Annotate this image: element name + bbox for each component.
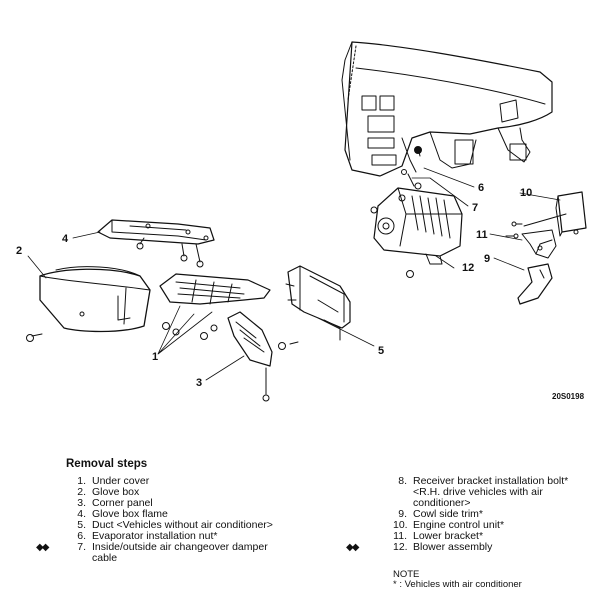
step-8-continuation-1: <R.H. drive vehicles with air (413, 486, 543, 498)
callout-6: 6 (478, 182, 484, 194)
step-7-continuation: cable (92, 552, 118, 564)
step-8: 8.Receiver bracket installation bolt* (398, 475, 569, 487)
step-12: 12.Blower assembly (393, 541, 493, 553)
exploded-view-diagram: 1 2 3 4 5 6 7 8 9 10 11 12 20S0198 (16, 41, 587, 402)
engine-control-unit-drawing (511, 191, 587, 237)
step-3: 3.Corner panel (77, 497, 153, 509)
callout-1: 1 (152, 351, 158, 363)
duct-drawing (285, 265, 351, 341)
cowl-side-trim-drawing (517, 263, 553, 305)
callout-5: 5 (378, 345, 384, 357)
callout-4: 4 (62, 233, 69, 245)
step-7: 7.Inside/outside air changeover damper (77, 541, 268, 553)
step-5: 5.Duct <Vehicles without air conditioner… (77, 519, 273, 531)
step-9: 9.Cowl side trim* (398, 508, 484, 520)
step-11: 11.Lower bracket* (393, 530, 484, 542)
step-4: 4.Glove box flame (77, 508, 168, 520)
callout-12: 12 (462, 262, 474, 274)
instrument-panel-drawing (341, 41, 553, 177)
callout-7: 7 (472, 202, 478, 214)
callout-9: 9 (484, 253, 490, 265)
callout-3: 3 (196, 377, 202, 389)
step-12-mark: ◆◆ (346, 542, 359, 553)
corner-panel-drawing (227, 311, 273, 402)
callout-10: 10 (520, 187, 532, 199)
step-10: 10.Engine control unit* (393, 519, 505, 531)
note-text: * : Vehicles with air conditioner (393, 579, 522, 590)
blower-assembly-drawing (370, 146, 463, 278)
removal-steps-title: Removal steps (66, 458, 148, 470)
callout-11: 11 (476, 229, 488, 241)
step-7-mark: ◆◆ (36, 542, 49, 553)
step-6: 6.Evaporator installation nut* (77, 530, 218, 542)
lower-bracket-drawing (505, 229, 557, 259)
step-1: 1.Under cover (77, 475, 150, 487)
step-8-continuation-2: conditioner> (413, 497, 471, 509)
figure-code: 20S0198 (552, 392, 585, 401)
step-2: 2.Glove box (77, 486, 140, 498)
glove-box-drawing (26, 266, 151, 342)
leader-lines (27, 167, 561, 381)
note-title: NOTE (393, 569, 420, 580)
under-cover-drawing (159, 273, 299, 350)
callout-2: 2 (16, 245, 22, 257)
glove-box-flame-drawing (97, 219, 215, 268)
